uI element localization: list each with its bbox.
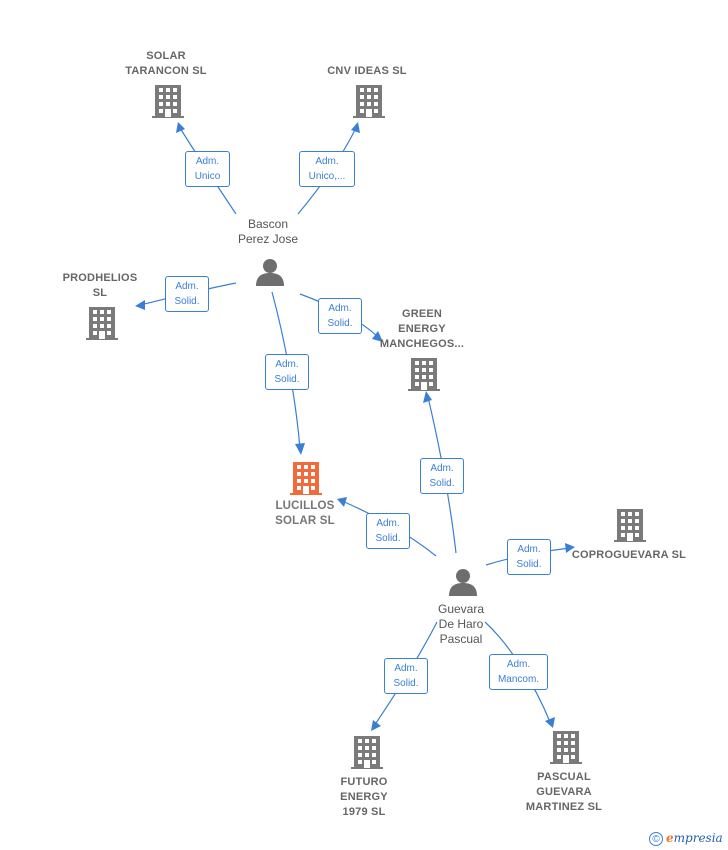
arrowhead [423, 391, 432, 403]
edge-label-line: Adm. [328, 303, 352, 314]
edge-label-guevara-futuro-energy[interactable]: Adm. Solid. [384, 658, 428, 694]
building-icon [614, 509, 646, 542]
edge-label-line: Adm. [275, 359, 299, 370]
node-label-line: ENERGY [340, 791, 388, 803]
edge-label-guevara-coproguevara[interactable]: Adm. Solid. [507, 539, 551, 575]
footer-brand: ©empresia [649, 830, 723, 846]
edge-label-line: Adm. [517, 544, 541, 555]
edge-label-line: Unico [194, 171, 221, 182]
node-label-line: SL [92, 287, 108, 299]
node-label-line: COPROGUEVARA SL [571, 549, 687, 561]
node-coproguevara[interactable]: COPROGUEVARA SL [567, 548, 691, 563]
node-label-line: LUCILLOS [275, 500, 335, 512]
brand-logo: empresia [666, 831, 723, 845]
node-label-line: Perez Jose [237, 232, 299, 246]
node-futuro-energy[interactable]: FUTURO ENERGY 1979 SL [314, 775, 414, 820]
node-label-line: SOLAR SL [275, 515, 335, 527]
arrowhead [371, 720, 381, 731]
node-label-line: Bascon [247, 217, 289, 231]
node-bascon-perez-jose[interactable]: Bascon Perez Jose [218, 217, 318, 247]
brand-logo-text: mpresia [673, 831, 723, 845]
node-label-line: ENERGY [398, 323, 446, 335]
edge-label-line: Solid. [429, 478, 455, 489]
node-guevara-de-haro-pascual[interactable]: Guevara De Haro Pascual [411, 602, 511, 647]
building-icon [152, 85, 184, 118]
building-icon [408, 358, 440, 391]
edge-label-line: Solid. [375, 533, 401, 544]
node-label-line: FUTURO [340, 776, 388, 788]
edge-label-bascon-solar-tarancon[interactable]: Adm. Unico [185, 151, 230, 187]
building-icon [86, 307, 118, 340]
edge-label-line: Adm. [506, 659, 531, 670]
edge-label-line: Solid. [327, 318, 353, 329]
person-icon [449, 569, 477, 596]
edge-label-line: Adm. [394, 663, 418, 674]
arrowhead [135, 300, 145, 310]
copyright-icon: © [649, 831, 663, 846]
edge-label-bascon-lucillos[interactable]: Adm. Solid. [265, 354, 309, 390]
arrowhead [565, 543, 575, 553]
node-label-line: 1979 SL [342, 806, 386, 818]
node-label-line: SOLAR [146, 50, 186, 62]
node-label-line: PASCUAL [537, 771, 591, 783]
edge-label-line: Adm. [430, 463, 454, 474]
node-label-line: Guevara [437, 602, 485, 616]
edge-label-line: Adm. [195, 156, 220, 167]
node-label-line: MARTINEZ SL [525, 801, 603, 813]
arrowhead [295, 443, 305, 455]
edge-label-guevara-green-energy[interactable]: Adm. Solid. [420, 458, 464, 494]
edge-label-bascon-green-energy[interactable]: Adm. Solid. [318, 298, 362, 334]
edge-label-line: Solid. [174, 296, 200, 307]
arrowhead [176, 122, 185, 133]
edge-label-line: Solid. [516, 559, 542, 570]
node-solar-tarancon[interactable]: SOLAR TARANCON SL [106, 49, 226, 79]
edge-label-line: Solid. [274, 374, 300, 385]
arrowhead [372, 331, 383, 342]
edge-label-line: Unico,... [308, 171, 346, 182]
arrowhead [337, 497, 347, 507]
node-green-energy[interactable]: GREEN ENERGY MANCHEGOS... [367, 307, 477, 352]
edge-label-line: Adm. [376, 518, 400, 529]
node-label-line: PRODHELIOS [62, 272, 138, 284]
person-icon [256, 259, 284, 286]
node-cnv-ideas[interactable]: CNV IDEAS SL [307, 64, 427, 79]
node-label-line: CNV IDEAS SL [327, 65, 407, 77]
building-icon [550, 731, 582, 764]
node-lucillos-solar[interactable]: LUCILLOS SOLAR SL [250, 499, 360, 529]
arrowhead [351, 122, 360, 133]
edge-label-bascon-cnv-ideas[interactable]: Adm. Unico,... [299, 151, 355, 187]
edge-label-line: Adm. [315, 156, 339, 167]
node-prodhelios[interactable]: PRODHELIOS SL [45, 271, 155, 301]
node-label-line: Pascual [439, 632, 483, 646]
edge-label-line: Adm. [175, 281, 199, 292]
node-label-line: TARANCON SL [125, 65, 207, 77]
brand-logo-initial: e [666, 831, 674, 845]
node-label-line: MANCHEGOS... [379, 338, 465, 350]
building-icon [353, 85, 385, 118]
arrowhead [545, 717, 555, 728]
building-icon [290, 462, 322, 495]
node-pascual-guevara[interactable]: PASCUAL GUEVARA MARTINEZ SL [509, 770, 619, 815]
building-icon [351, 736, 383, 769]
node-label-line: De Haro [438, 617, 484, 631]
edge-label-line: Solid. [393, 678, 419, 689]
edge-label-line: Mancom. [497, 674, 540, 685]
edge-label-guevara-pascual-guevara[interactable]: Adm. Mancom. [489, 654, 548, 690]
node-label-line: GUEVARA [536, 786, 592, 798]
node-label-line: GREEN [401, 308, 443, 320]
edge-label-bascon-prodhelios[interactable]: Adm. Solid. [165, 276, 209, 312]
edge-label-guevara-lucillos[interactable]: Adm. Solid. [366, 513, 410, 549]
